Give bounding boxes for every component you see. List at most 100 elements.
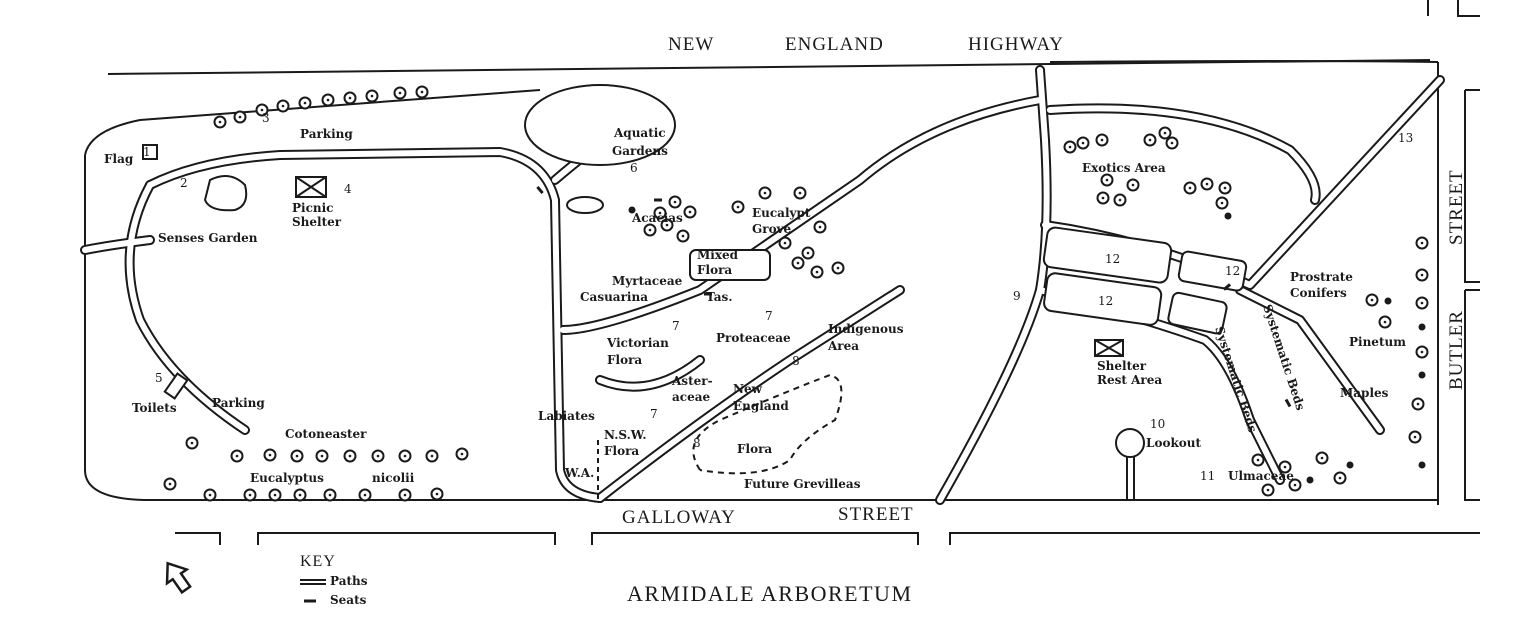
path-segment xyxy=(560,97,1043,333)
path-segment xyxy=(82,237,153,253)
path-segment xyxy=(1045,103,1321,205)
label-prostrate-conifers: Conifers xyxy=(1290,286,1347,300)
street-label: BUTLER xyxy=(1446,310,1467,390)
shrub-dot xyxy=(1418,461,1426,469)
mixed-flora-bed xyxy=(689,249,771,281)
seat-icon xyxy=(1284,398,1292,408)
label-eucalypt-grove: Eucalypt xyxy=(752,206,811,220)
tree-icon-center xyxy=(783,241,787,245)
path-segment xyxy=(126,182,248,433)
tree-icon-center xyxy=(328,493,332,497)
tree-icon-center xyxy=(796,261,800,265)
paths-key-symbol xyxy=(300,579,326,585)
label-asteraceae: aceae xyxy=(672,390,710,404)
shrub-dot xyxy=(628,206,636,214)
tree-icon-center xyxy=(208,493,212,497)
tree-icon-center xyxy=(1188,186,1192,190)
seat-icon xyxy=(1222,283,1232,291)
tree-icon-center xyxy=(1118,198,1122,202)
tree-icon-center xyxy=(1105,178,1109,182)
small-pond xyxy=(566,196,604,214)
label-cotoneaster: Cotoneaster xyxy=(285,427,367,441)
path-segment xyxy=(1237,287,1383,433)
tree-icon-center xyxy=(1256,458,1260,462)
label-tas: Tas. xyxy=(706,290,733,304)
label-new-england-flora: New xyxy=(733,382,763,396)
shrub-dot xyxy=(1224,212,1232,220)
path-segment xyxy=(147,149,603,501)
shrub-dot xyxy=(1418,323,1426,331)
toilets-icon xyxy=(163,372,189,400)
number-6: 6 xyxy=(630,161,638,175)
label-mixed-flora: Mixed xyxy=(697,248,739,262)
tree-icon-center xyxy=(648,228,652,232)
tree-icon-center xyxy=(818,225,822,229)
tree-icon-center xyxy=(1293,483,1297,487)
label-nsw-flora: N.S.W. xyxy=(604,428,647,442)
tree-icon-center xyxy=(798,191,802,195)
seat-icon xyxy=(536,185,544,195)
tree-icon-center xyxy=(1220,201,1224,205)
number-2: 2 xyxy=(180,176,188,190)
tree-icon-center xyxy=(460,452,464,456)
street-label: STREET xyxy=(1446,169,1467,245)
label-lookout: Lookout xyxy=(1146,436,1201,450)
tree-icon-center xyxy=(1148,138,1152,142)
label-new-england-flora: Flora xyxy=(737,442,772,456)
label-mixed-flora: Flora xyxy=(697,263,732,277)
tree-icon-center xyxy=(1283,465,1287,469)
number-12: 12 xyxy=(1225,264,1240,278)
label-aquatic-gardens: Gardens xyxy=(612,144,668,158)
tree-icon-center xyxy=(1416,402,1420,406)
label-myrtaceae: Myrtaceae xyxy=(612,274,683,288)
tree-icon-center xyxy=(1205,182,1209,186)
tree-icon-center xyxy=(268,453,272,457)
tree-icon-center xyxy=(403,493,407,497)
trees xyxy=(163,85,1429,502)
features xyxy=(142,84,1248,500)
flag-marker xyxy=(142,144,158,160)
key-heading: KEY xyxy=(300,553,336,570)
path-segment xyxy=(935,65,1052,505)
number-13: 13 xyxy=(1398,131,1413,145)
tree-icon-center xyxy=(1223,186,1227,190)
label-proteaceae: Proteaceae xyxy=(716,331,791,345)
tree-icon-center xyxy=(1420,301,1424,305)
tree-icon-center xyxy=(403,454,407,458)
tree-icon-center xyxy=(168,482,172,486)
label-pinetum: Pinetum xyxy=(1349,335,1406,349)
label-nsw-flora: Flora xyxy=(604,444,639,458)
number-12: 12 xyxy=(1105,252,1120,266)
number-11: 11 xyxy=(1200,469,1215,483)
tree-icon-center xyxy=(665,223,669,227)
tree-icon-center xyxy=(398,91,402,95)
seat-icon xyxy=(654,198,662,202)
label-casuarina: Casuarina xyxy=(580,290,648,304)
path-segment xyxy=(1235,285,1385,435)
label-new-england-flora: England xyxy=(733,399,789,413)
tree-icon-center xyxy=(435,492,439,496)
tree-icon-center xyxy=(326,98,330,102)
number-7: 7 xyxy=(650,407,658,421)
area-numbers: 1 2 3 4 5 6 7 7 7 8 8 9 10 11 12 12 12 1… xyxy=(143,111,1413,483)
tree-icon-center xyxy=(673,200,677,204)
lookout-icon xyxy=(1115,428,1145,458)
number-4: 4 xyxy=(344,182,352,196)
tree-icon-center xyxy=(320,454,324,458)
label-parking: Parking xyxy=(212,396,265,410)
tree-icon-center xyxy=(658,211,662,215)
number-1: 1 xyxy=(143,145,151,159)
tree-icon-center xyxy=(281,104,285,108)
map-title: ARMIDALE ARBORETUM xyxy=(627,581,913,606)
number-12: 12 xyxy=(1098,294,1113,308)
label-victorian-flora: Flora xyxy=(607,353,642,367)
number-8: 8 xyxy=(693,436,701,450)
label-prostrate-conifers: Prostrate xyxy=(1290,270,1353,284)
number-7: 7 xyxy=(672,319,680,333)
shrub-dot xyxy=(1306,476,1314,484)
tree-icon-center xyxy=(1420,350,1424,354)
number-3: 3 xyxy=(262,111,270,125)
tree-icon-center xyxy=(235,454,239,458)
label-labiates: Labiates xyxy=(538,409,595,423)
tree-icon-center xyxy=(688,210,692,214)
